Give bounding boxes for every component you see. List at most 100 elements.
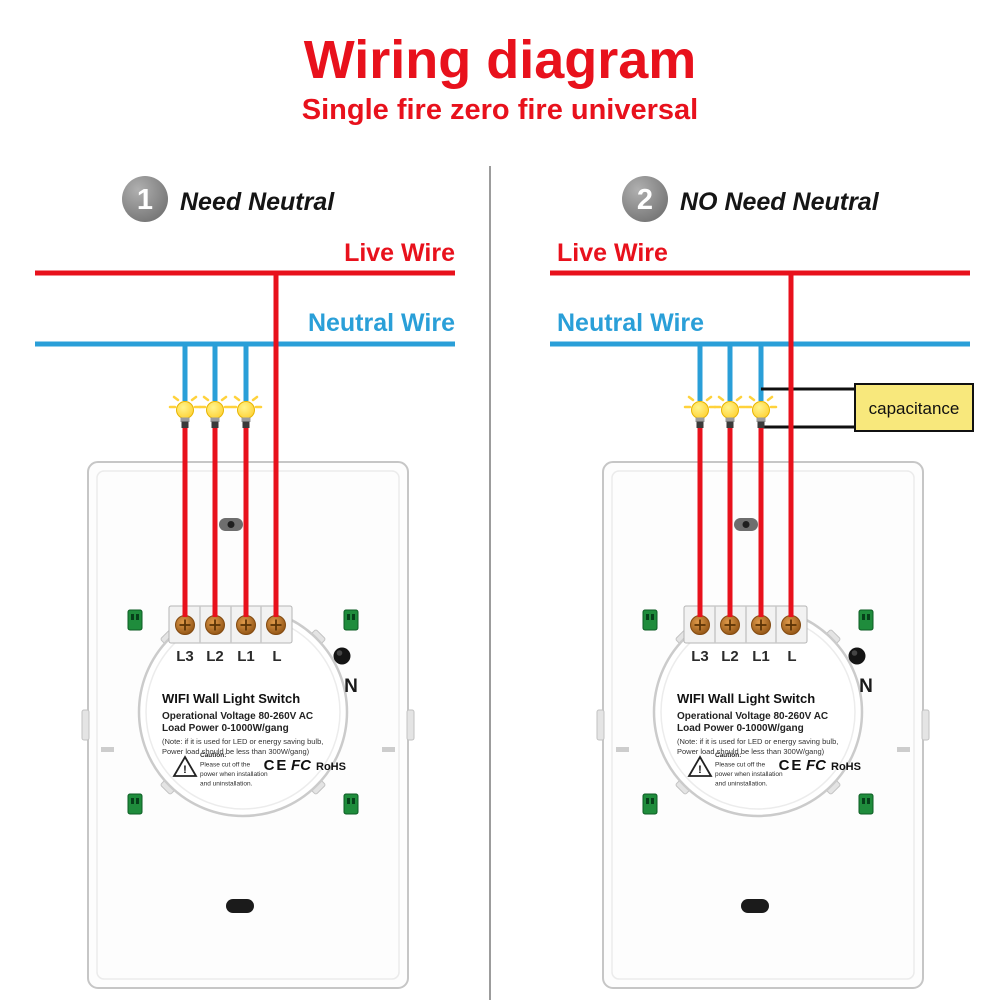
pcb-connector xyxy=(343,609,359,631)
pcb-connector xyxy=(642,793,658,815)
bulb-collar xyxy=(725,417,735,422)
neutral-terminal-label: N xyxy=(859,676,873,697)
capacitor-label: capacitance xyxy=(869,399,960,418)
bulb-ray xyxy=(735,395,743,402)
slot-right xyxy=(382,747,395,752)
bulb-glass xyxy=(206,401,224,419)
spec-power: Load Power 0-1000W/gang xyxy=(162,723,289,734)
live-wire-label: Live Wire xyxy=(557,239,668,267)
capacitor-box xyxy=(854,383,974,432)
bulb-icon xyxy=(683,395,717,428)
bulb-glass xyxy=(691,401,709,419)
bulb-glass xyxy=(237,401,255,419)
bulb-ray xyxy=(705,395,713,402)
pcb-connector xyxy=(127,793,143,815)
note-line-1: (Note: if it is used for LED or energy s… xyxy=(162,737,323,746)
cert-fcc-mark: FC xyxy=(291,757,312,774)
terminal-label-l1: L1 xyxy=(752,648,770,665)
neutral-terminal-screw xyxy=(333,647,351,665)
bulb-base xyxy=(211,421,219,428)
terminal-label-l3: L3 xyxy=(691,648,709,665)
bulb-ray xyxy=(748,395,756,402)
caution-line-3: and uninstallation. xyxy=(200,781,253,788)
caution-line-3: and uninstallation. xyxy=(715,781,768,788)
terminal-label-l2: L2 xyxy=(721,648,739,665)
caution-exclamation: ! xyxy=(698,764,702,776)
bulb-ray xyxy=(172,395,180,402)
bulb-base xyxy=(726,421,734,428)
slot-right xyxy=(897,747,910,752)
cert-rohs-mark: RoHS xyxy=(316,761,346,773)
caution-line-2: power when installation xyxy=(200,771,268,778)
neutral-wire-label: Neutral Wire xyxy=(308,309,455,337)
step-badge-circle xyxy=(122,176,168,222)
pcb-connector xyxy=(127,609,143,631)
bulb-ray xyxy=(717,395,725,402)
step-badge-circle xyxy=(622,176,668,222)
panel-need-neutral: 1 Need Neutral Live Wire Neutral Wire xyxy=(35,176,455,989)
pcb-connector xyxy=(858,609,874,631)
live-wire-label: Live Wire xyxy=(344,239,455,267)
bulb-collar xyxy=(180,417,190,422)
slot-left xyxy=(616,747,629,752)
bulb-collar xyxy=(756,417,766,422)
caution-exclamation: ! xyxy=(183,764,187,776)
terminal-label-l2: L2 xyxy=(206,648,224,665)
step-number: 2 xyxy=(637,184,653,216)
mounting-tab-right xyxy=(921,709,930,741)
pcb-connector xyxy=(343,793,359,815)
switch-name: WIFI Wall Light Switch xyxy=(677,691,815,706)
neutral-screw-highlight xyxy=(336,650,343,656)
bulb-ray xyxy=(233,395,241,402)
caution-triangle-icon xyxy=(172,755,198,777)
note-line-1: (Note: if it is used for LED or energy s… xyxy=(677,737,838,746)
sensor-dot xyxy=(742,521,750,528)
note-line-2: Power load should be less than 300W/gang… xyxy=(677,747,825,756)
bulb-glass xyxy=(176,401,194,419)
switch-name: WIFI Wall Light Switch xyxy=(162,691,300,706)
mounting-tab-left xyxy=(596,709,605,741)
page-title: Wiring diagram xyxy=(304,30,697,90)
terminal-label-l: L xyxy=(272,648,281,665)
bulb-ray xyxy=(251,395,259,402)
reset-button xyxy=(741,899,769,913)
cert-rohs-mark: RoHS xyxy=(831,761,861,773)
smart-switch-device: L3 L2 L1 L N WIFI Wall Light Switch Oper… xyxy=(596,461,930,989)
neutral-terminal-label: N xyxy=(344,676,358,697)
cert-fcc-mark: FC xyxy=(806,757,827,774)
pcb-connector xyxy=(858,793,874,815)
bulb-icon xyxy=(229,395,263,428)
bulb-glass xyxy=(721,401,739,419)
caution-line-2: power when installation xyxy=(715,771,783,778)
mounting-tab-left xyxy=(81,709,90,741)
bulb-icon xyxy=(713,395,747,428)
cert-ce-mark: CE xyxy=(264,757,289,774)
note-line-2: Power load should be less than 300W/gang… xyxy=(162,747,310,756)
reset-button xyxy=(226,899,254,913)
bulb-ray xyxy=(190,395,198,402)
neutral-terminal-screw xyxy=(848,647,866,665)
bulb-ray xyxy=(202,395,210,402)
caution-line-1: Please cut off the xyxy=(715,762,765,769)
bulb-ray xyxy=(687,395,695,402)
bulb-collar xyxy=(695,417,705,422)
bulb-icon xyxy=(168,395,202,428)
spec-voltage: Operational Voltage 80-260V AC xyxy=(162,711,313,722)
bulb-ray xyxy=(766,395,774,402)
bulb-icon xyxy=(198,395,232,428)
terminal-label-l3: L3 xyxy=(176,648,194,665)
spec-power: Load Power 0-1000W/gang xyxy=(677,723,804,734)
caution-line-1: Please cut off the xyxy=(200,762,250,769)
bulb-base xyxy=(242,421,250,428)
panel-heading: NO Need Neutral xyxy=(680,188,880,216)
bulb-base xyxy=(181,421,189,428)
cert-ce-mark: CE xyxy=(779,757,804,774)
spec-voltage: Operational Voltage 80-260V AC xyxy=(677,711,828,722)
bulb-glass xyxy=(752,401,770,419)
slot-left xyxy=(101,747,114,752)
bulb-collar xyxy=(241,417,251,422)
bulb-base xyxy=(757,421,765,428)
neutral-wire-label: Neutral Wire xyxy=(557,309,704,337)
